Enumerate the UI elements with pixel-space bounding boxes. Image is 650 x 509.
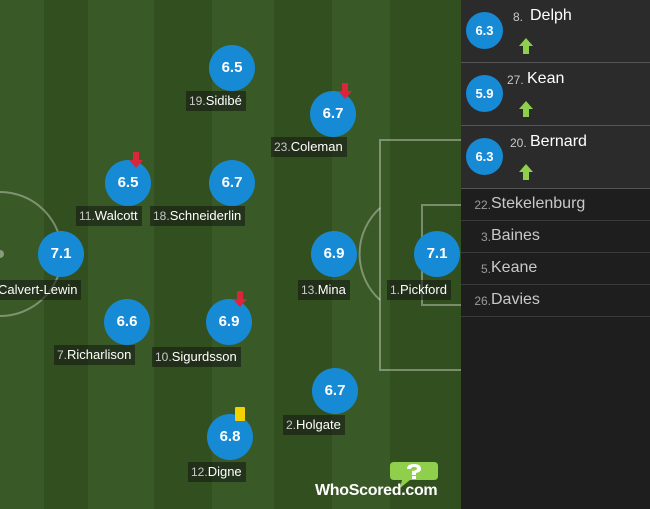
player-label: 7.Richarlison xyxy=(54,345,136,365)
player-name: Schneiderlin xyxy=(169,208,242,223)
player-number: 27. xyxy=(507,73,524,87)
player-rating: 6.3 xyxy=(466,138,503,175)
player-number: 23. xyxy=(274,140,291,154)
player-number: 7. xyxy=(57,348,68,362)
pitch: 6.5 19.Sidibé 6.7 23.Coleman 6.5 11.Walc… xyxy=(0,0,461,509)
logo-wordmark: WhoScored.com xyxy=(315,482,438,500)
player-number: 12. xyxy=(191,465,208,479)
arrow-down-icon xyxy=(338,83,352,99)
player-label: 10.Sigurdsson xyxy=(152,347,241,367)
logo-bubble-icon xyxy=(390,462,438,488)
player-rating: 6.7 xyxy=(310,91,356,137)
player-rating: 6.9 xyxy=(311,231,357,277)
player-rating: 7.1 xyxy=(38,231,84,277)
player-number: 20. xyxy=(510,136,527,150)
player-rating: 6.5 xyxy=(105,160,151,206)
player-name: Richarlison xyxy=(67,347,132,362)
yellow-card-icon xyxy=(235,407,245,421)
player-number: 3. xyxy=(480,230,491,244)
bench-player-row[interactable]: 26. Davies xyxy=(461,285,650,317)
player-name: Pickford xyxy=(400,282,447,297)
substitutes-panel: 6.3 8. Delph 5.9 27. Kean 6.3 20. Bernar… xyxy=(461,0,650,509)
substitute-row[interactable]: 6.3 8. Delph xyxy=(461,0,650,63)
logo-dotcom: .com xyxy=(401,482,438,499)
player-number: 8. xyxy=(513,10,524,24)
player-number: 1. xyxy=(390,283,401,297)
player-label: 1.Pickford xyxy=(387,280,451,300)
pitch-stripe xyxy=(88,0,154,509)
player-rating: 6.6 xyxy=(104,299,150,345)
whoscored-logo: WhoScored.com xyxy=(312,460,461,500)
player-label: Calvert-Lewin xyxy=(0,280,82,300)
arrow-up-icon xyxy=(519,164,533,180)
player-name: Stekelenburg xyxy=(491,195,586,212)
player-name: Holgate xyxy=(296,417,341,432)
player-name: Delph xyxy=(530,7,572,24)
player-number: 2. xyxy=(286,418,297,432)
player-name: Sidibé xyxy=(205,93,242,108)
player-number: 26. xyxy=(474,294,491,308)
player-rating: 6.3 xyxy=(466,12,503,49)
player-name: Baines xyxy=(491,227,540,244)
player-rating: 6.9 xyxy=(206,299,252,345)
arrow-down-icon xyxy=(129,152,143,168)
player-name: Keane xyxy=(491,259,538,276)
player-name: Kean xyxy=(527,70,565,87)
player-rating: 5.9 xyxy=(466,75,503,112)
substitute-row[interactable]: 6.3 20. Bernard xyxy=(461,126,650,189)
arrow-down-icon xyxy=(233,291,247,307)
player-label: 12.Digne xyxy=(188,462,246,482)
player-number: 13. xyxy=(301,283,318,297)
player-name: Digne xyxy=(207,464,242,479)
substitute-row[interactable]: 5.9 27. Kean xyxy=(461,63,650,126)
player-rating: 6.7 xyxy=(209,160,255,206)
player-rating: 6.8 xyxy=(207,414,253,460)
logo-who: Who xyxy=(315,482,349,499)
arrow-up-icon xyxy=(519,38,533,54)
player-rating: 6.7 xyxy=(312,368,358,414)
player-name: Calvert-Lewin xyxy=(0,282,78,297)
pitch-stripe xyxy=(0,0,44,509)
player-label: 2.Holgate xyxy=(283,415,345,435)
player-rating: 6.5 xyxy=(209,45,255,91)
player-number: 5. xyxy=(480,262,491,276)
player-number: 18. xyxy=(153,209,170,223)
player-label: 18.Schneiderlin xyxy=(150,206,246,226)
player-name: Walcott xyxy=(94,208,138,223)
player-number: 19. xyxy=(189,94,206,108)
bench-player-row[interactable]: 3. Baines xyxy=(461,221,650,253)
player-name: Coleman xyxy=(290,139,343,154)
bench-player-row[interactable]: 22. Stekelenburg xyxy=(461,189,650,221)
bench-player-row[interactable]: 5. Keane xyxy=(461,253,650,285)
player-label: 19.Sidibé xyxy=(186,91,246,111)
player-label: 23.Coleman xyxy=(271,137,347,157)
arrow-up-icon xyxy=(519,101,533,117)
player-number: 11. xyxy=(79,209,95,223)
player-number: 22. xyxy=(474,198,491,212)
player-number: 10. xyxy=(155,350,172,364)
player-name: Mina xyxy=(317,282,346,297)
player-name: Sigurdsson xyxy=(171,349,237,364)
player-rating: 7.1 xyxy=(414,231,460,277)
player-label: 11.Walcott xyxy=(76,206,142,226)
logo-scored: Scored xyxy=(348,482,402,499)
player-name: Bernard xyxy=(530,133,587,150)
player-name: Davies xyxy=(491,291,540,308)
player-label: 13.Mina xyxy=(298,280,350,300)
